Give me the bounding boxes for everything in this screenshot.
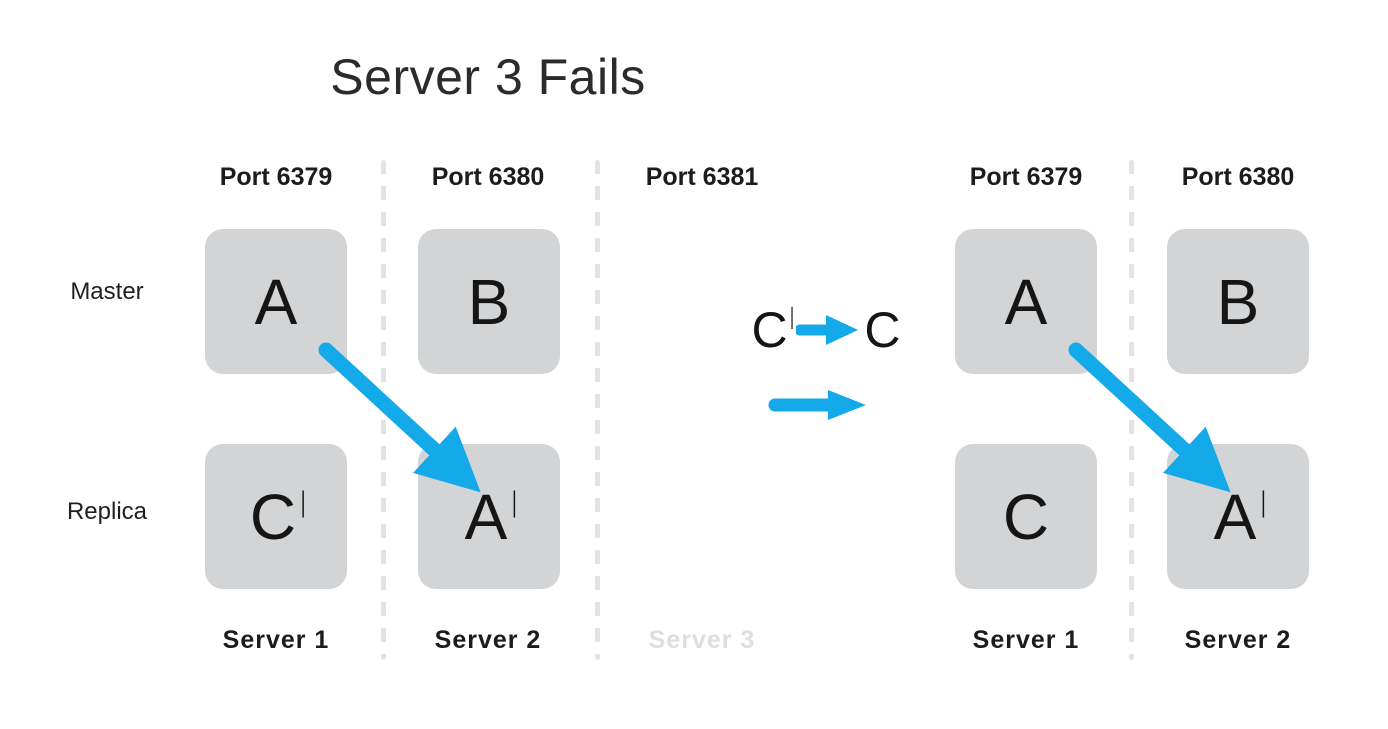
server-label-left-1: Server 1 [222, 626, 330, 654]
node-left-1-replica[interactable]: C| [205, 444, 347, 589]
row-label-replica: Replica [66, 498, 148, 525]
row-label-master: Master [70, 278, 144, 305]
node-label: C| [249, 480, 307, 553]
port-label-left-2: Port 6380 [431, 163, 545, 191]
node-label: A| [464, 480, 518, 553]
transition-from-label: C| [751, 302, 795, 358]
node-label: A| [1213, 480, 1267, 553]
node-right-2-master[interactable]: B [1167, 229, 1309, 374]
node-label: A [1004, 265, 1048, 338]
port-label-left-1: Port 6379 [219, 163, 333, 191]
node-label: B [467, 265, 511, 338]
prime-mark: | [1260, 484, 1267, 518]
server-label-right-2: Server 2 [1184, 626, 1292, 654]
page-title: Server 3 Fails [330, 49, 646, 105]
node-right-2-replica[interactable]: A| [1167, 444, 1309, 589]
column-divider-3 [1129, 160, 1134, 660]
right-arrow-icon [796, 315, 859, 345]
port-label-left-3: Port 6381 [645, 163, 759, 191]
column-divider-2 [595, 160, 600, 660]
node-label: A [254, 265, 298, 338]
transition-expression: C| C [726, 300, 926, 360]
transition-group: C| C [726, 300, 926, 440]
port-label-right-2: Port 6380 [1181, 163, 1295, 191]
prime-mark: | [789, 304, 795, 330]
node-right-1-master[interactable]: A [955, 229, 1097, 374]
column-divider-1 [381, 160, 386, 660]
port-label-right-1: Port 6379 [969, 163, 1083, 191]
node-left-2-master[interactable]: B [418, 229, 560, 374]
node-label: C [1002, 480, 1050, 553]
server-label-right-1: Server 1 [972, 626, 1080, 654]
server-label-left-3-failed: Server 3 [648, 626, 756, 654]
node-left-2-replica[interactable]: A| [418, 444, 560, 589]
node-label: B [1216, 265, 1260, 338]
node-right-1-replica[interactable]: C [955, 444, 1097, 589]
transition-to-label: C [864, 302, 901, 358]
server-label-left-2: Server 2 [434, 626, 542, 654]
prime-mark: | [511, 484, 518, 518]
node-left-1-master[interactable]: A [205, 229, 347, 374]
prime-mark: | [300, 484, 307, 518]
